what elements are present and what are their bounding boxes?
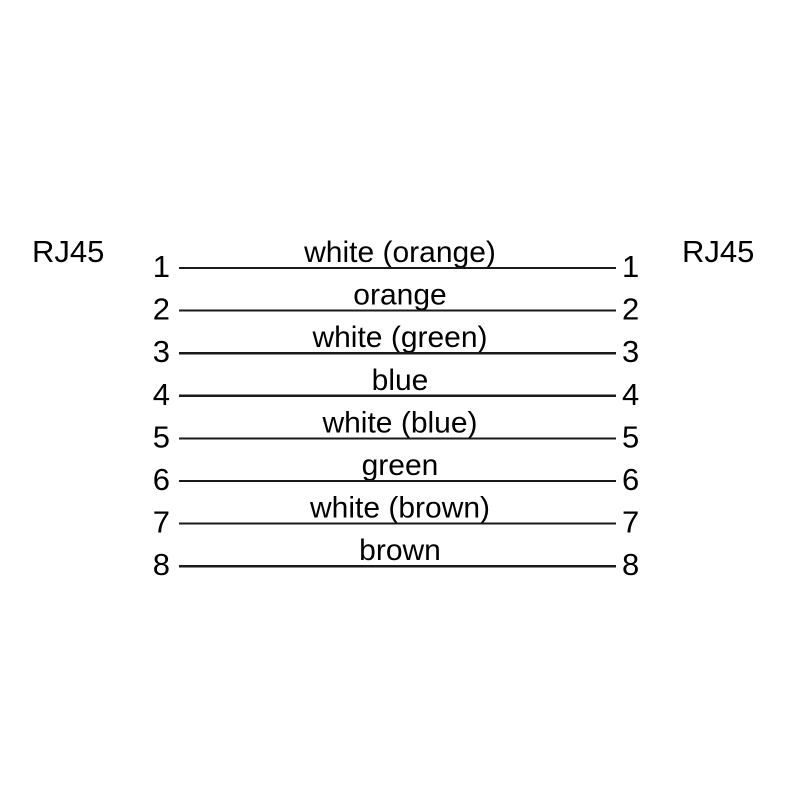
- left-pin-number: 4: [153, 377, 170, 412]
- wire-label: green: [362, 449, 439, 482]
- left-pin-number: 8: [153, 547, 170, 582]
- pin-row: brown 8 8: [153, 534, 640, 582]
- left-pin-number: 7: [153, 505, 170, 540]
- left-connector-label: RJ45: [32, 234, 104, 269]
- right-pin-number: 5: [622, 419, 639, 454]
- right-pin-number: 6: [622, 462, 639, 497]
- left-pin-number: 3: [153, 334, 170, 369]
- wire-label: white (green): [311, 321, 487, 354]
- pin-row: white (brown) 7 7: [153, 492, 640, 540]
- wire-label: white (brown): [309, 492, 490, 525]
- wire-label: white (blue): [321, 406, 477, 439]
- right-pin-number: 7: [622, 505, 639, 540]
- left-pin-number: 1: [153, 249, 170, 284]
- wire-label: orange: [353, 279, 446, 312]
- right-pin-number: 3: [622, 334, 639, 369]
- pin-row: orange 2 2: [153, 279, 640, 327]
- left-pin-number: 6: [153, 462, 170, 497]
- pin-row: white (green) 3 3: [153, 321, 640, 369]
- pin-row: white (orange) 1 1: [153, 236, 640, 284]
- right-pin-number: 4: [622, 377, 639, 412]
- wire-label: blue: [372, 364, 429, 397]
- right-connector-label: RJ45: [682, 234, 754, 269]
- right-pin-number: 2: [622, 292, 639, 327]
- pin-row: blue 4 4: [153, 364, 640, 412]
- wire-label: white (orange): [303, 236, 496, 269]
- right-pin-number: 1: [622, 249, 639, 284]
- wire-label: brown: [359, 534, 441, 567]
- pin-row: white (blue) 5 5: [153, 406, 640, 454]
- left-pin-number: 2: [153, 292, 170, 327]
- right-pin-number: 8: [622, 547, 639, 582]
- left-pin-number: 5: [153, 419, 170, 454]
- pin-row: green 6 6: [153, 449, 640, 497]
